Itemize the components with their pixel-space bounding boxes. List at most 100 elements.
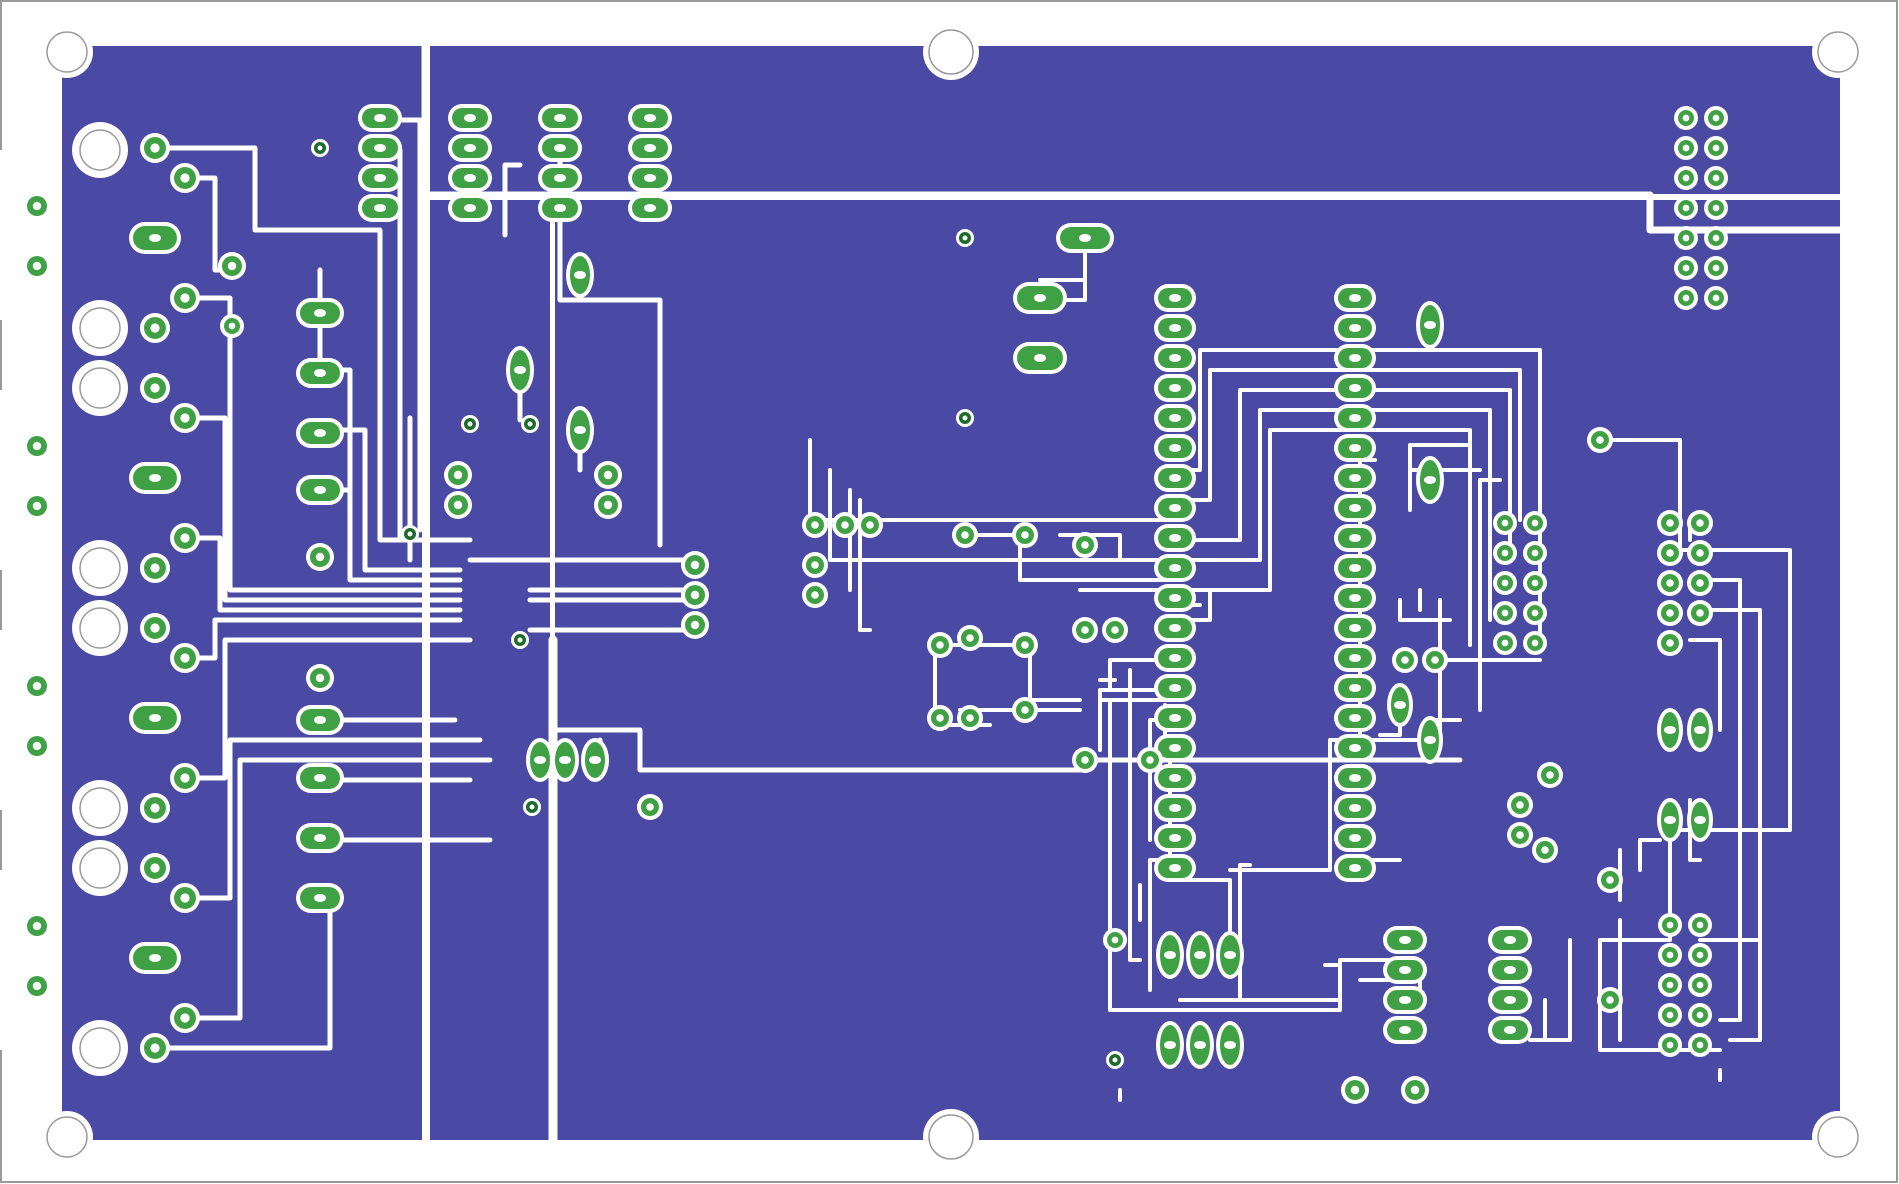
- pad-hole-194: [1666, 579, 1674, 587]
- pad-hole-34: [314, 486, 326, 494]
- trace-right-48: [1598, 438, 1792, 862]
- trace-left-3: [182, 295, 463, 593]
- pad-hole-58: [453, 470, 463, 480]
- pad-hole-54: [644, 114, 656, 122]
- pad-hole-213: [1696, 981, 1704, 989]
- pad-hole-192: [1666, 549, 1674, 557]
- pad-hole-203: [1546, 771, 1554, 779]
- pad-hole-102: [1169, 864, 1181, 872]
- pad-hole-159: [1399, 996, 1411, 1004]
- pad-hole-105: [1349, 354, 1361, 362]
- pad-hole-49: [464, 204, 476, 212]
- pad-hole-86: [1169, 384, 1181, 392]
- pad-hole-185: [1501, 609, 1509, 617]
- trace-left-1: [152, 145, 473, 543]
- pad-hole-141: [1401, 656, 1409, 664]
- pad-hole-94: [1169, 624, 1181, 632]
- trace-left-9: [182, 757, 493, 1021]
- pad-hole-2: [32, 261, 42, 271]
- pad-hole-170: [1712, 174, 1720, 182]
- pad-hole-109: [1349, 474, 1361, 482]
- pad-hole-212: [1666, 981, 1674, 989]
- edge-hole-6: [79, 787, 121, 829]
- pad-hole-204: [1516, 801, 1524, 809]
- mounting-holes: [0, 24, 1864, 1165]
- pad-hole-118: [1349, 744, 1361, 752]
- pad-hole-67: [690, 560, 700, 570]
- pad-hole-32: [314, 369, 326, 377]
- pad-hole-145: [1394, 701, 1406, 709]
- pad-hole-57: [644, 204, 656, 212]
- pad-hole-197: [1696, 609, 1704, 617]
- pad-hole-183: [1501, 579, 1509, 587]
- pad-hole-23: [180, 1013, 190, 1023]
- pad-hole-77: [574, 271, 586, 279]
- pad-hole-90: [1169, 504, 1181, 512]
- pad-hole-28: [149, 954, 161, 962]
- via-hole-79: [962, 415, 968, 421]
- pad-hole-214: [1666, 1011, 1674, 1019]
- pad-hole-134: [936, 714, 944, 722]
- pad-hole-39: [315, 552, 325, 562]
- trace-right-12: [1168, 428, 1472, 647]
- mount-hole-4: [46, 1116, 88, 1158]
- pad-hole-133: [936, 641, 944, 649]
- pad-hole-96: [1169, 684, 1181, 692]
- pad-hole-121: [1349, 834, 1361, 842]
- pad-hole-130: [961, 531, 969, 539]
- pad-hole-210: [1666, 951, 1674, 959]
- pad-hole-151: [1194, 1041, 1206, 1049]
- pad-hole-13: [150, 383, 160, 393]
- pad-hole-35: [314, 716, 326, 724]
- pad-hole-182: [1531, 549, 1539, 557]
- via-hole-154: [1112, 1057, 1118, 1063]
- pad-hole-100: [1169, 804, 1181, 812]
- pad-hole-53: [554, 204, 566, 212]
- mount-hole-3: [1817, 31, 1859, 73]
- pad-hole-174: [1712, 234, 1720, 242]
- pad-hole-114: [1349, 624, 1361, 632]
- pads: [23, 104, 1728, 1104]
- trace-right-27: [1108, 698, 1402, 1012]
- trace-left-5: [182, 535, 463, 613]
- pad-hole-93: [1169, 594, 1181, 602]
- pad-hole-211: [1696, 951, 1704, 959]
- pad-hole-173: [1682, 234, 1690, 242]
- via-hole-41: [317, 145, 323, 151]
- pad-hole-98: [1169, 744, 1181, 752]
- pad-hole-3: [32, 441, 42, 451]
- pad-hole-36: [314, 774, 326, 782]
- pad-hole-132: [1081, 541, 1089, 549]
- pad-hole-103: [1349, 294, 1361, 302]
- pad-hole-17: [150, 623, 160, 633]
- pad-hole-201: [1664, 816, 1676, 824]
- pad-hole-117: [1349, 714, 1361, 722]
- pad-hole-82: [1034, 354, 1046, 362]
- pad-hole-80: [1079, 234, 1091, 242]
- pad-hole-10: [180, 173, 190, 183]
- pad-hole-176: [1712, 264, 1720, 272]
- pour-region-mid: [430, 200, 550, 1140]
- pad-hole-157: [1399, 936, 1411, 944]
- via-hole-70: [517, 637, 523, 643]
- pad-hole-99: [1169, 774, 1181, 782]
- pad-hole-60: [603, 470, 613, 480]
- pad-hole-124: [1424, 476, 1436, 484]
- pad-hole-101: [1169, 834, 1181, 842]
- pad-hole-85: [1169, 354, 1181, 362]
- pad-hole-30: [228, 322, 236, 330]
- pad-hole-40: [315, 673, 325, 683]
- pad-hole-160: [1399, 1026, 1411, 1034]
- pad-hole-52: [554, 174, 566, 182]
- trace-right-45: [1478, 478, 1502, 712]
- pad-hole-168: [1712, 144, 1720, 152]
- pad-hole-217: [1696, 1041, 1704, 1049]
- pad-hole-47: [464, 144, 476, 152]
- trace-right-2: [828, 468, 1172, 562]
- pad-hole-171: [1682, 204, 1690, 212]
- pad-hole-5: [32, 681, 42, 691]
- pad-hole-81: [1034, 294, 1046, 302]
- pad-hole-177: [1682, 294, 1690, 302]
